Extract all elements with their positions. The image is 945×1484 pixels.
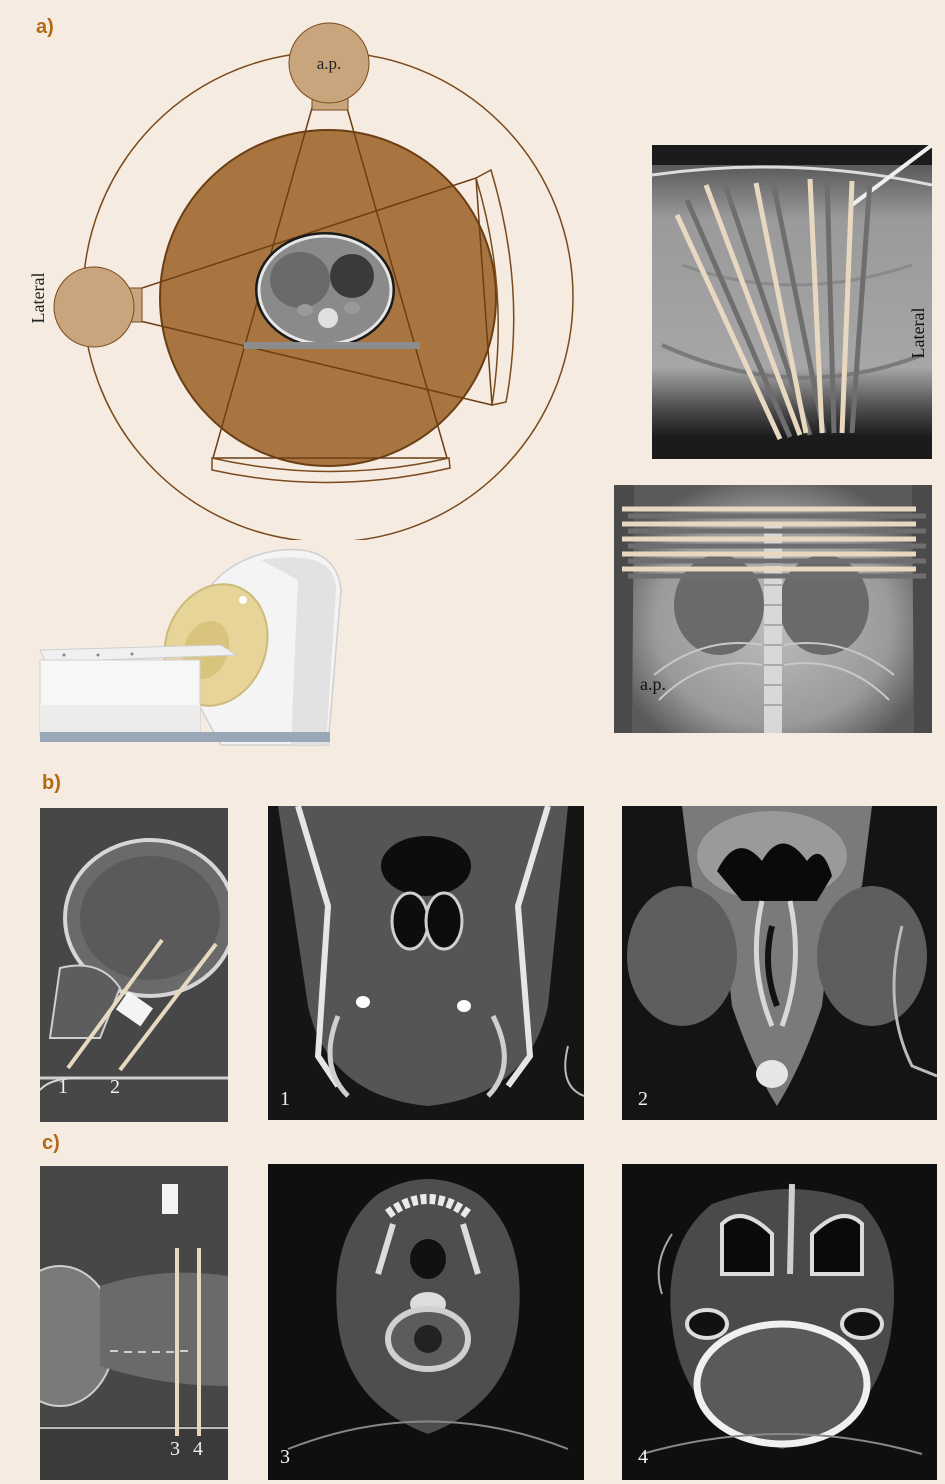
neck-scout-c: 3 4	[40, 1166, 228, 1480]
ct-geometry-diagram: a.p. Lateral	[0, 0, 600, 540]
slice-label-2: 2	[638, 1088, 648, 1111]
panel-label-b: b)	[42, 772, 61, 795]
abdomen-ct-slice	[255, 232, 395, 348]
slice-label-4: 4	[638, 1446, 648, 1469]
axial-slice-4: 4	[622, 1164, 937, 1480]
coronal-slice-1: 1	[268, 806, 584, 1120]
ap-scout-image: a.p.	[614, 485, 932, 733]
scan-line-label-3: 3	[170, 1438, 180, 1461]
scan-line-label-2: 2	[110, 1076, 120, 1099]
scan-line-label-4: 4	[193, 1438, 203, 1461]
lateral-scout-label: Lateral	[908, 308, 928, 359]
skull-scout-b: 1 2	[40, 808, 228, 1122]
ct-scanner-illustration	[36, 540, 356, 760]
slice-label-1: 1	[280, 1088, 290, 1111]
panel-label-c: c)	[42, 1132, 60, 1155]
lateral-source-label: Lateral	[28, 273, 48, 324]
lateral-scout-image: Lateral	[652, 145, 932, 459]
ap-scout-label: a.p.	[640, 674, 666, 694]
scan-line-label-1: 1	[58, 1076, 68, 1099]
coronal-slice-2: 2	[622, 806, 937, 1120]
axial-slice-3: 3	[268, 1164, 584, 1480]
ap-source-label: a.p.	[317, 54, 342, 73]
lateral-source-tube	[54, 267, 134, 347]
slice-label-3: 3	[280, 1446, 290, 1469]
patient-table	[244, 342, 420, 349]
